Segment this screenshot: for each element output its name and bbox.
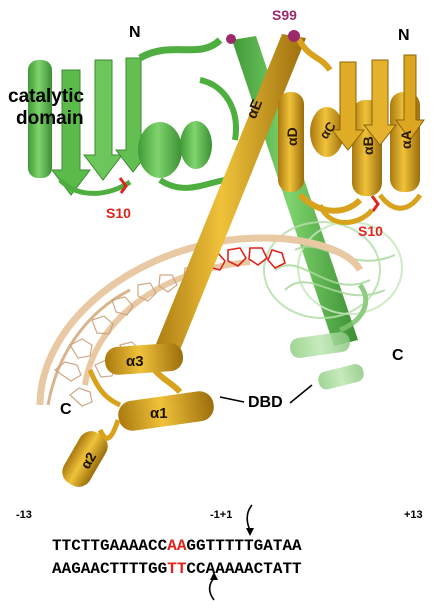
green-strand-1 — [50, 69, 92, 196]
green-strand-2 — [82, 59, 124, 181]
dbd-leader-left — [219, 396, 245, 403]
alpha-d-helix — [278, 92, 304, 192]
alpha-1-label: α1 — [150, 405, 168, 422]
sequence-bottom-strand: AAGAACTTTTGGTTCCAAAAACTATT — [52, 560, 302, 578]
s99-marker-right — [288, 30, 300, 42]
alpha-e-label: αE — [243, 97, 266, 121]
green-loop-1 — [138, 37, 223, 62]
catalytic-domain-green — [28, 37, 241, 196]
alpha-2-helix — [62, 431, 108, 487]
s10-right-label: S10 — [358, 223, 383, 239]
sequence-pos-mid: -1+1 — [210, 509, 232, 521]
green-helix-1 — [28, 60, 52, 178]
catalytic-domain-gold — [278, 36, 425, 225]
n-terminus-right-label: N — [398, 27, 410, 44]
catalytic-domain-label-1: catalytic — [8, 86, 84, 107]
alpha-c-helix — [310, 107, 344, 157]
alpha-3-helix — [104, 343, 184, 375]
gold-strand-2 — [362, 59, 398, 146]
c-terminus-left-label: C — [60, 401, 72, 418]
gold-strand-1 — [330, 61, 366, 151]
sequence-pos-right: +13 — [404, 509, 423, 521]
alpha-e-helix — [152, 34, 306, 360]
cleavage-arrow-top — [246, 504, 253, 531]
cleavage-arrowhead-top — [246, 528, 254, 536]
s10-marker-left — [118, 177, 128, 194]
green-loop-3 — [58, 178, 132, 196]
green-dbd-helix-2 — [318, 364, 364, 390]
sequence-top-strand: TTCTTGAAAACCAAGGTTTTTGATAA — [52, 537, 302, 555]
alpha-d-label: αD — [284, 127, 300, 146]
n-terminus-left-label: N — [129, 24, 141, 41]
catalytic-domain-label-2: domain — [16, 108, 84, 129]
green-loop-4 — [199, 77, 239, 141]
green-helix-2 — [138, 122, 182, 178]
green-helix-3 — [180, 121, 212, 169]
cleavage-arrow-bottom — [208, 577, 215, 601]
c-terminus-right-label: C — [392, 347, 404, 364]
green-dbd-faint — [263, 221, 403, 390]
sequence-pos-left: -13 — [16, 509, 32, 521]
alpha-1-helix — [118, 391, 214, 431]
cleavage-arrowhead-bottom — [210, 572, 218, 580]
dbd-label: DBD — [248, 394, 283, 411]
alpha-3-label: α3 — [126, 353, 144, 370]
s10-marker-right — [370, 195, 380, 212]
s10-left-label: S10 — [106, 205, 131, 221]
dna-sequence: -13 -1+1 +13 TTCTTGAAAACCAAGGTTTTTGATAA … — [16, 504, 423, 601]
dbd-leader-right — [289, 384, 313, 404]
gold-strand-3 — [395, 54, 425, 141]
s99-marker-left — [226, 34, 236, 44]
alpha-a-label: αA — [398, 130, 414, 149]
green-dbd-helix-1 — [290, 332, 350, 358]
alpha-b-label: αB — [360, 136, 376, 155]
dna-backbone-inner — [82, 259, 251, 386]
s99-label: S99 — [272, 7, 297, 23]
gold-dbd — [62, 343, 214, 487]
alpha-2-label: α2 — [77, 449, 99, 471]
